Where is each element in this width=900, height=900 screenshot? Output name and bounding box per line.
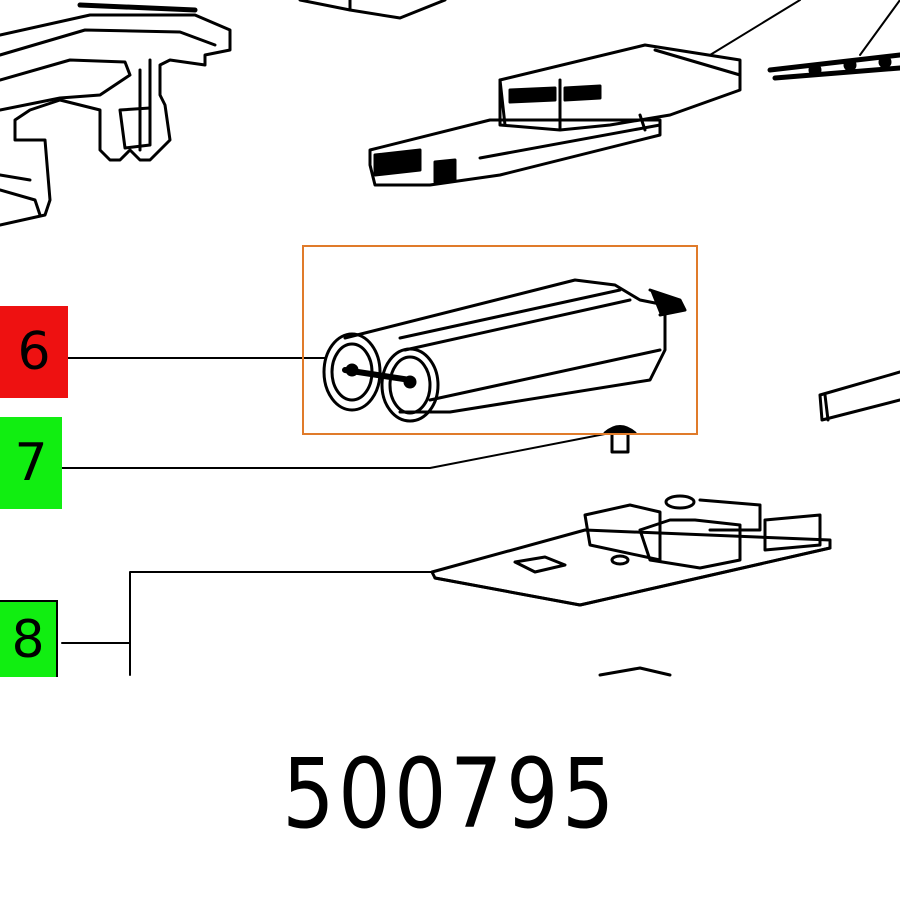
selected-part-highlight[interactable] (302, 245, 698, 435)
callout-number: 8 (11, 609, 45, 670)
callout-7[interactable]: 7 (0, 417, 62, 509)
leader-lines (61, 357, 611, 676)
callout-8[interactable]: 8 (0, 600, 58, 677)
upper-housing-outline (298, 0, 447, 20)
housing-part-drawing (0, 2, 232, 227)
callout-number: 7 (14, 433, 48, 493)
capacitor-drawing (322, 278, 687, 423)
bar-part-drawing (818, 370, 900, 422)
part-number-label: 500795 (282, 738, 618, 850)
exploded-view-drawing (0, 0, 900, 677)
callout-number: 6 (17, 322, 51, 382)
wire-connectors-drawing (767, 0, 900, 81)
circuit-board-drawing (430, 494, 832, 607)
switch-block-drawing (368, 0, 801, 187)
callout-6-selected[interactable]: 6 (0, 306, 68, 398)
lower-housing-outline (598, 666, 672, 677)
screw-drawing (603, 425, 637, 454)
